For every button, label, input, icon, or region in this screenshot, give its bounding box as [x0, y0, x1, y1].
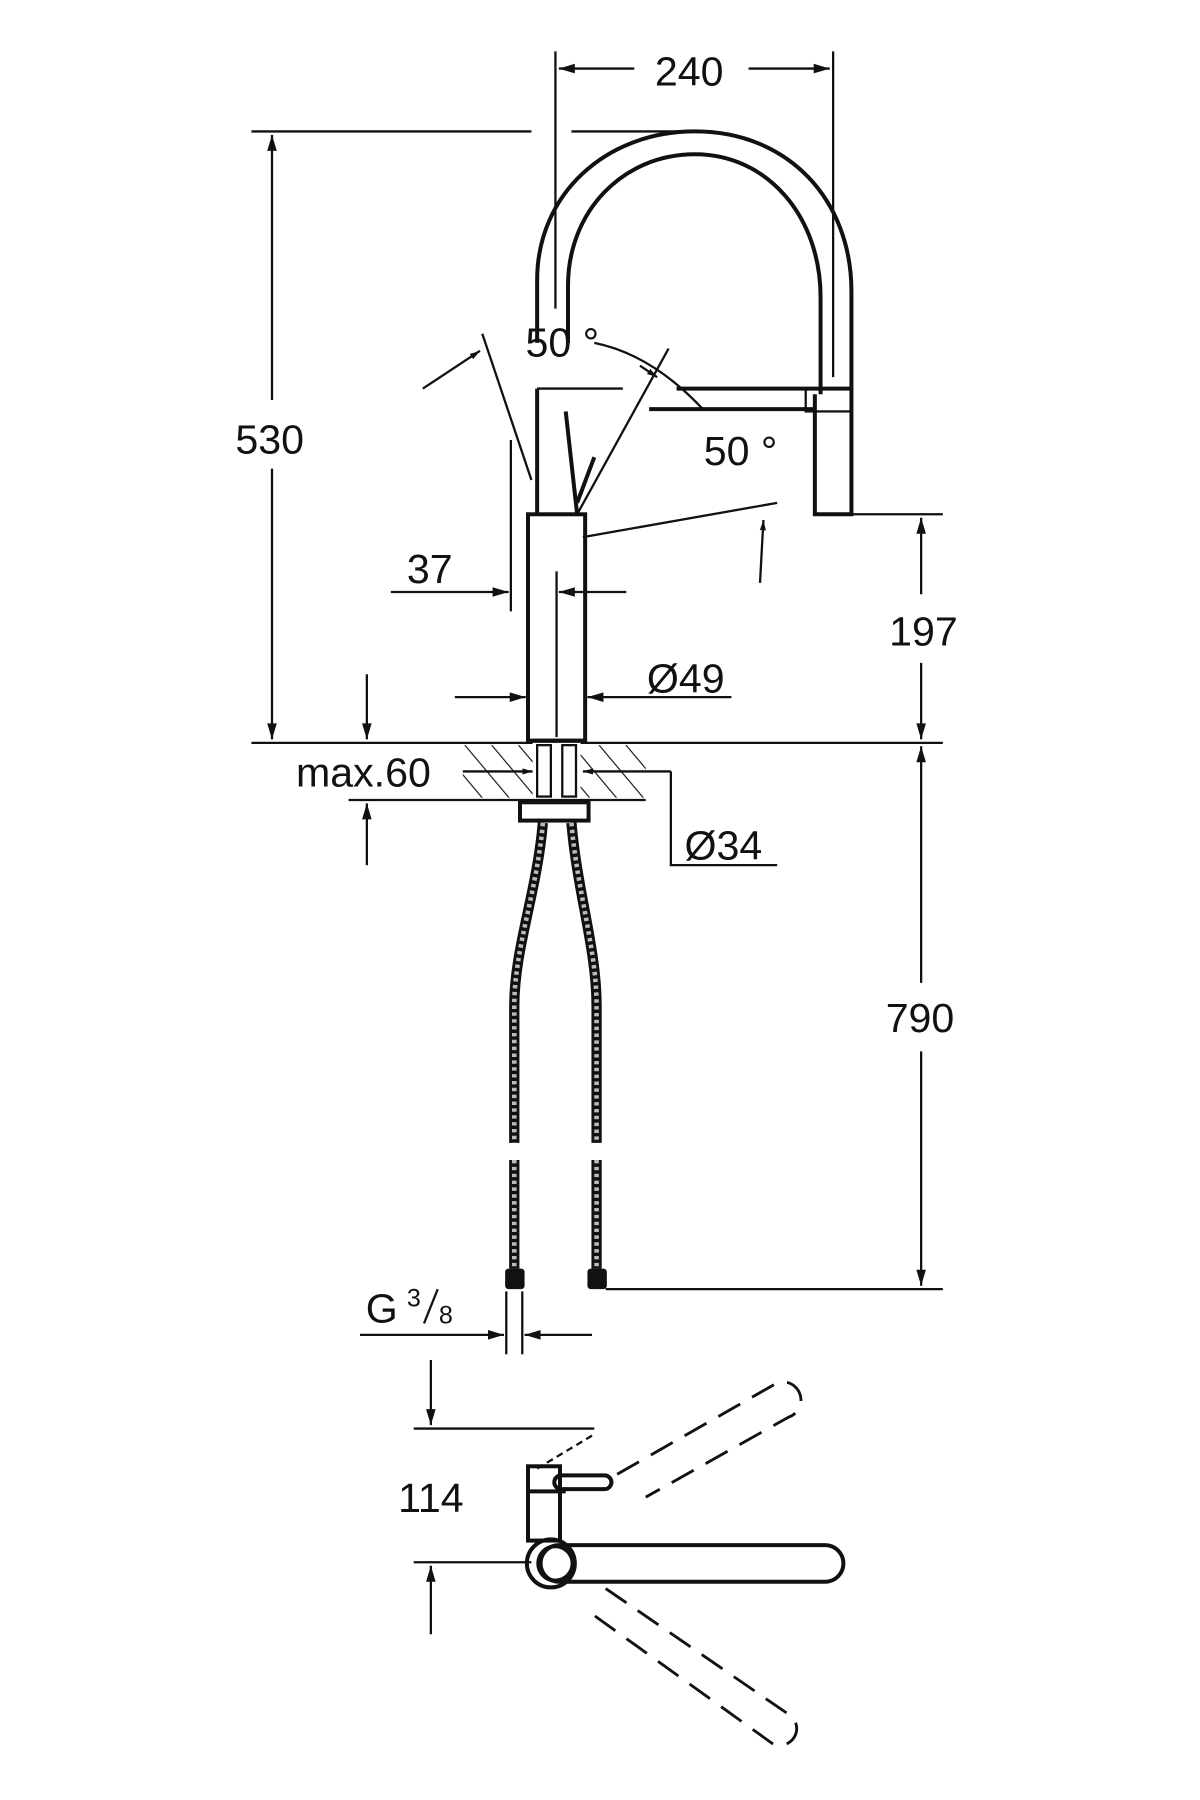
dim-spout-height: 197 — [814, 513, 958, 740]
label-37: 37 — [407, 546, 453, 592]
label-d34: Ø34 — [685, 822, 763, 868]
label-angle-upper: 50 ° — [525, 320, 599, 366]
label-d49: Ø49 — [647, 656, 725, 702]
supply-hoses — [505, 822, 607, 1290]
faucet-spout — [535, 129, 854, 517]
label-530: 530 — [235, 417, 304, 463]
dim-connection: G 3 8 — [360, 1284, 592, 1355]
dim-hole-diameter: Ø34 — [462, 768, 778, 868]
label-790: 790 — [886, 995, 955, 1041]
label-g: G — [366, 1285, 398, 1331]
faucet-body: 50 ° 50 ° — [422, 320, 778, 743]
label-240: 240 — [655, 49, 724, 95]
plan-view: 114 — [398, 1360, 846, 1747]
dim-offset: 37 — [390, 440, 627, 612]
label-114: 114 — [398, 1475, 464, 1521]
label-g-num: 3 — [407, 1284, 421, 1312]
label-max60: max.60 — [296, 749, 431, 795]
dim-body-diameter: Ø49 — [454, 656, 732, 702]
dim-hose-length: 790 — [605, 746, 955, 1291]
dim-spout-reach: 240 — [554, 49, 835, 378]
label-g-den: 8 — [439, 1301, 453, 1329]
label-angle-lower: 50 ° — [704, 428, 778, 474]
dim-total-height: 530 — [235, 130, 686, 740]
dim-max-countertop: max.60 — [296, 674, 431, 866]
label-197: 197 — [889, 609, 958, 655]
